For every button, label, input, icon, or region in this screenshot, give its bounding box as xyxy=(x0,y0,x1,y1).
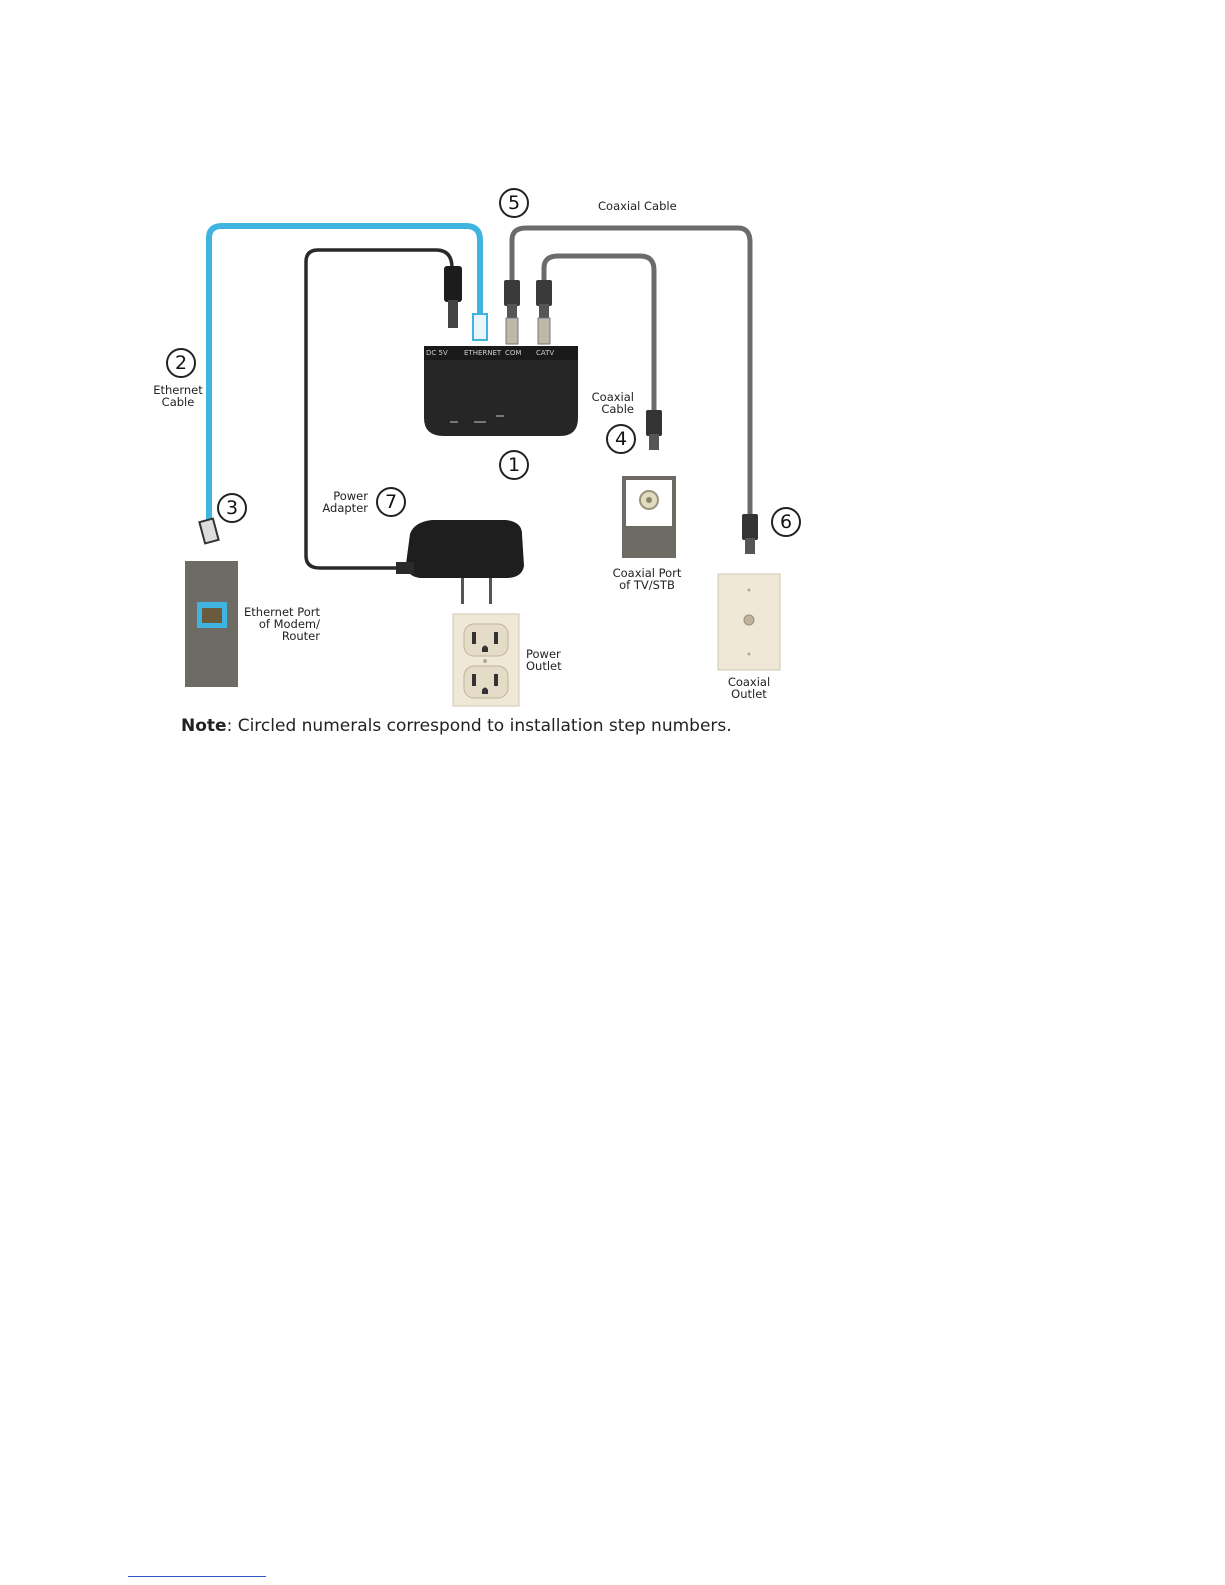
coax-connector-tv xyxy=(646,410,662,450)
device-led xyxy=(450,421,458,423)
device-led xyxy=(474,421,486,423)
port-label-ethernet: ETHERNET xyxy=(464,347,501,359)
coax-connector-com xyxy=(504,280,520,344)
power-outlet xyxy=(453,614,519,706)
label-power-outlet: Power Outlet xyxy=(526,648,562,672)
coax-connector-catv xyxy=(536,280,552,344)
step-7-marker: 7 xyxy=(376,487,406,517)
label-coaxial-outlet: Coaxial Outlet xyxy=(716,676,782,700)
label-coaxial-cable-top: Coaxial Cable xyxy=(598,200,677,212)
note-text: : Circled numerals correspond to install… xyxy=(227,716,732,736)
label-coaxial-cable-right: Coaxial Cable xyxy=(576,391,634,415)
rj45-plug-device xyxy=(473,314,487,340)
step-4-marker: 4 xyxy=(606,424,636,454)
modem-ethernet-panel xyxy=(185,561,238,687)
footnote-rule xyxy=(128,1576,266,1577)
tv-coaxial-port-panel xyxy=(622,476,676,558)
label-power-adapter: Power Adapter xyxy=(312,490,368,514)
coaxial-wall-outlet xyxy=(718,574,780,670)
note-prefix: Note xyxy=(181,716,227,736)
coax-connector-outlet xyxy=(742,514,758,554)
label-ethernet-cable: Ethernet Cable xyxy=(148,384,208,408)
label-coaxial-port-tv: Coaxial Port of TV/STB xyxy=(604,567,690,591)
step-5-marker: 5 xyxy=(499,188,529,218)
device-led xyxy=(496,415,504,417)
diagram-note: Note: Circled numerals correspond to ins… xyxy=(181,716,732,736)
port-label-dc: DC 5V xyxy=(426,347,448,359)
dc-plug xyxy=(444,266,462,328)
step-6-marker: 6 xyxy=(771,507,801,537)
step-1-marker: 1 xyxy=(499,450,529,480)
rj45-plug-modem xyxy=(199,519,218,544)
port-label-catv: CATV xyxy=(536,347,554,359)
port-label-com: COM xyxy=(505,347,521,359)
label-ethernet-port: Ethernet Port of Modem/ Router xyxy=(240,606,320,642)
step-3-marker: 3 xyxy=(217,493,247,523)
step-2-marker: 2 xyxy=(166,348,196,378)
power-adapter xyxy=(396,520,524,604)
